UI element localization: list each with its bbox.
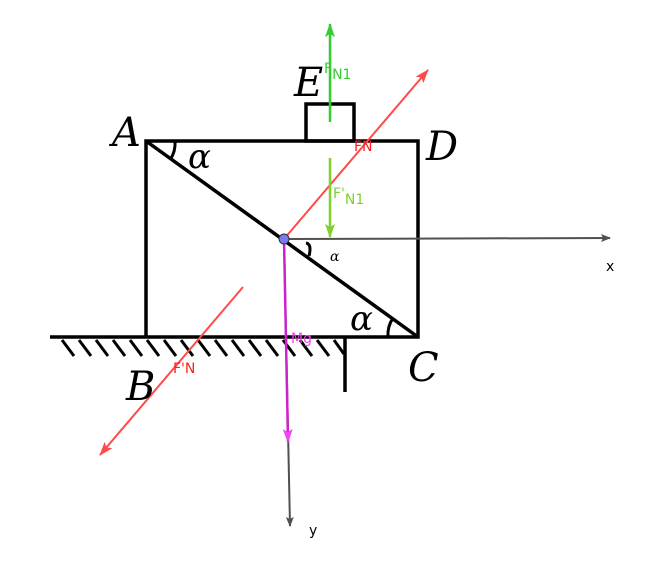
angle-marker	[305, 241, 312, 257]
mg-arrow	[282, 238, 293, 443]
fn-arrow	[283, 69, 429, 240]
label-mg: Mg	[291, 331, 312, 347]
block-abcd	[144, 102, 420, 339]
angle-arc-c	[386, 317, 395, 338]
label-c: C	[408, 345, 439, 391]
label-e: E	[293, 60, 323, 106]
label-y: y	[309, 523, 317, 539]
label-b: B	[125, 364, 155, 410]
label-d: D	[425, 124, 458, 170]
label-fn1-prime: F'N1	[333, 186, 364, 208]
label-alpha-top: α	[188, 137, 211, 177]
label-a: A	[108, 110, 141, 156]
x-axis	[283, 234, 611, 243]
label-fn1: FN1	[324, 61, 351, 83]
ground	[50, 335, 347, 392]
label-x: x	[606, 259, 614, 275]
origin-point[interactable]	[278, 233, 290, 245]
angle-arc-a	[168, 140, 177, 161]
label-fn: FN	[354, 139, 373, 155]
label-fn-prime: F'N	[173, 361, 195, 377]
fnp-arrow	[99, 286, 244, 456]
label-alpha-bottom: α	[350, 299, 373, 339]
label-alpha-small: α	[330, 249, 340, 265]
